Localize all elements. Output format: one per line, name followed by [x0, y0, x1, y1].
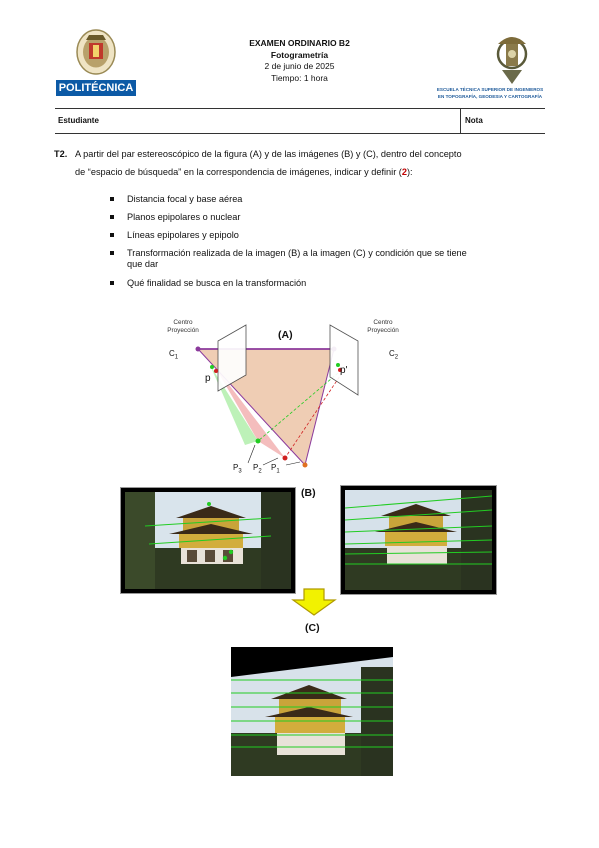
- right-center-label-line-1: Centro: [373, 319, 393, 326]
- question-line-2: de “espacio de búsqueda” en la correspon…: [75, 164, 413, 180]
- crest-icon: [56, 29, 136, 96]
- photo-left-image: [120, 487, 296, 594]
- bullet-item-continuation: que dar: [110, 258, 550, 274]
- temple-photo-right: [344, 490, 493, 590]
- right-image-point-green: [336, 363, 340, 367]
- question-line-1: A partir del par estereoscópico de la fi…: [75, 149, 462, 159]
- p2-leader: [262, 457, 279, 466]
- exam-date: 2 de junio de 2025: [264, 61, 335, 71]
- bullet-item: Distancia focal y base aérea: [110, 190, 550, 208]
- question-label: T2.: [54, 149, 68, 159]
- left-image-point-red: [214, 369, 218, 373]
- down-arrow-icon: [291, 588, 337, 616]
- c1-label: C1: [169, 349, 178, 361]
- p-left-label: p: [205, 373, 211, 384]
- bullet-item: Transformación realizada de la imagen (B…: [110, 244, 550, 262]
- school-emblem-icon: [496, 37, 528, 84]
- left-center-label: Centro Proyección: [160, 319, 206, 335]
- temple-photo-left: [125, 492, 291, 589]
- bullet-item: Planos epipolares o nuclear: [110, 208, 550, 226]
- question-points: 2: [401, 167, 407, 177]
- epipolar-line: [144, 517, 272, 527]
- p1-label: P1: [271, 463, 280, 475]
- rectified-image: [231, 647, 393, 776]
- exam-title: EXAMEN ORDINARIO B2: [249, 38, 350, 48]
- c1-point: [195, 346, 201, 352]
- grade-divider: [460, 108, 461, 134]
- figure-b-label: (B): [301, 487, 316, 499]
- left-image-plane: [217, 324, 247, 392]
- header-separator-top: [55, 108, 545, 109]
- bullet-list: Distancia focal y base aérea Planos epip…: [110, 190, 550, 292]
- right-center-label-line-2: Proyección: [367, 327, 399, 334]
- c1-label-text: C: [169, 349, 175, 358]
- bullet-item-text: Transformación realizada de la imagen (B…: [127, 248, 467, 258]
- photo-right-image: [340, 485, 497, 595]
- question-line-2-end: ):: [407, 167, 413, 177]
- left-center-label-line-2: Proyección: [167, 327, 199, 334]
- c2-label: C2: [389, 349, 398, 361]
- c2-subscript: 2: [394, 354, 399, 361]
- epipolar-line: [344, 539, 493, 545]
- p1-label-text: P: [271, 463, 277, 472]
- question-line-2-text: de “espacio de búsqueda” en la correspon…: [75, 167, 402, 177]
- red-dashed-ray: [284, 372, 343, 459]
- header-separator-bottom: [55, 133, 545, 134]
- p3-label-text: P: [233, 463, 239, 472]
- match-point: [228, 549, 234, 555]
- student-label: Estudiante: [58, 116, 99, 125]
- match-point: [207, 502, 211, 506]
- grade-label: Nota: [465, 116, 483, 125]
- exam-header: EXAMEN ORDINARIO B2 Fotogrametría 2 de j…: [0, 38, 599, 84]
- p2-subscript: 2: [258, 468, 262, 475]
- p2-label: P2: [253, 463, 262, 475]
- c2-label-text: C: [389, 349, 395, 358]
- question-number: T2: [54, 149, 65, 159]
- bullet-continuation-text: que dar: [127, 259, 159, 269]
- epipolar-line: [344, 525, 493, 533]
- right-center-label: Centro Proyección: [360, 319, 406, 335]
- p3-point: [255, 438, 261, 444]
- epipolar-line: [344, 495, 493, 509]
- temple-photo-rectified: [231, 647, 393, 776]
- upm-logo: POLITÉCNICA: [56, 28, 136, 98]
- p1-point: [302, 462, 308, 468]
- p1-subscript: 1: [276, 468, 280, 475]
- epipolar-line: [344, 551, 493, 555]
- red-ray-plane: [214, 365, 285, 458]
- p3-subscript: 3: [238, 468, 242, 475]
- bullet-item: Qué finalidad se busca en la transformac…: [110, 274, 550, 292]
- left-image-point-green: [210, 365, 214, 369]
- p3-label: P3: [233, 463, 242, 475]
- p1-leader: [285, 461, 301, 466]
- match-point: [222, 555, 228, 561]
- right-image-plane: [329, 324, 359, 396]
- right-image-point-red: [338, 368, 342, 372]
- epipolar-line: [344, 509, 493, 521]
- etsi-logo: ESCUELA TÉCNICA SUPERIOR DE INGENIEROS E…: [432, 30, 548, 102]
- p2-label-text: P: [253, 463, 259, 472]
- exam-subject: Fotogrametría: [270, 49, 329, 60]
- figure-c-label: (C): [305, 622, 320, 634]
- etsi-logo-line-2: EN TOPOGRAFÍA, GEODESIA Y CARTOGRAFÍA: [437, 94, 543, 99]
- p3-leader: [247, 444, 256, 464]
- figure-a-label: (A): [278, 329, 293, 341]
- bullet-item: Líneas epipolares y epipolo: [110, 226, 550, 244]
- p2-point: [282, 455, 288, 461]
- exam-time: Tiempo: 1 hora: [271, 72, 328, 83]
- green-dashed-ray: [257, 372, 339, 442]
- figure-a-stereo-diagram: [195, 324, 359, 468]
- etsi-logo-line-1: ESCUELA TÉCNICA SUPERIOR DE INGENIEROS: [436, 87, 544, 92]
- upm-logo-text: POLITÉCNICA: [58, 82, 134, 94]
- c1-subscript: 1: [174, 354, 179, 361]
- ray-c1-p1: [197, 348, 306, 466]
- p-right-label: p': [340, 365, 348, 376]
- left-center-label-line-1: Centro: [173, 319, 193, 326]
- epipolar-line: [148, 535, 272, 545]
